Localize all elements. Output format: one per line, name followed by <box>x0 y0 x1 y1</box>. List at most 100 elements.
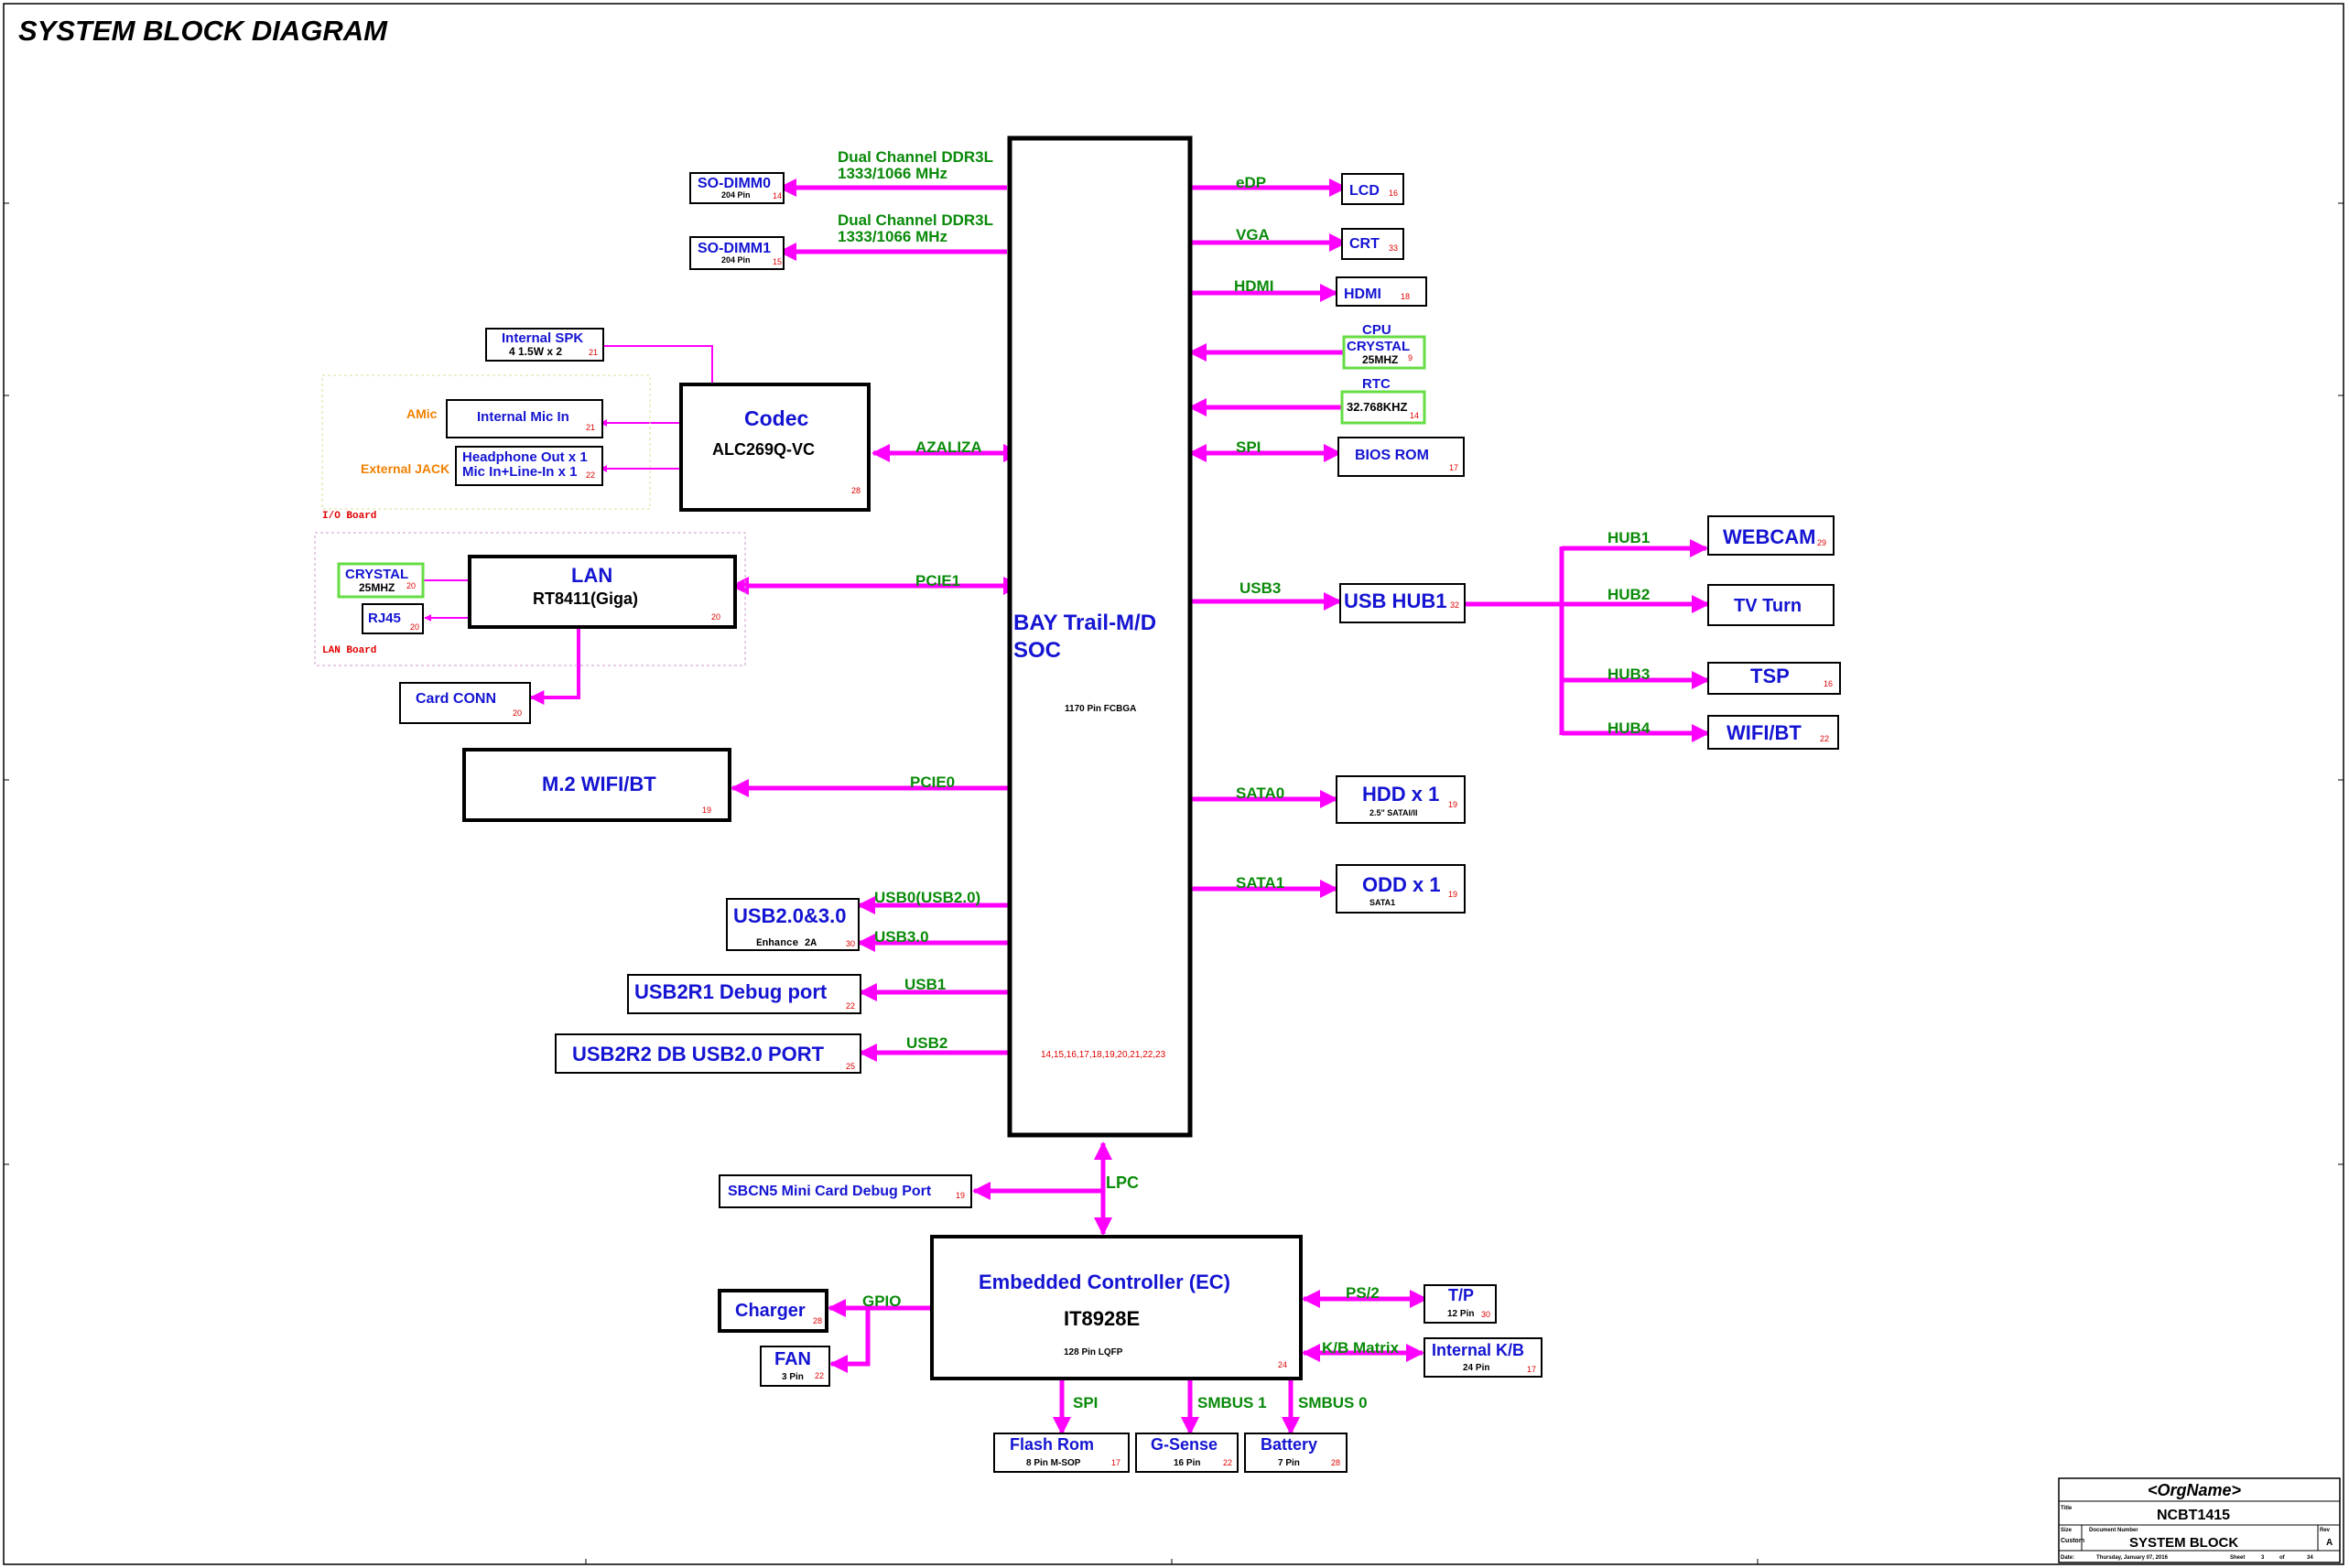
svg-text:3 Pin: 3 Pin <box>782 1372 804 1382</box>
soc-package: 1170 Pin FCBGA <box>1065 704 1136 714</box>
internal-kb: Internal K/B 24 Pin 17 <box>1423 1337 1543 1378</box>
label-edp: eDP <box>1236 174 1266 191</box>
label-ddr0-line1: Dual Channel DDR3L <box>838 148 993 166</box>
svg-text:19: 19 <box>1448 800 1457 809</box>
lan-board-label: LAN Board <box>322 645 376 656</box>
svg-text:15: 15 <box>773 257 782 266</box>
svg-text:Battery: Battery <box>1261 1435 1317 1454</box>
g-sense: G-Sense 16 Pin 22 <box>1135 1433 1239 1473</box>
sheet-border <box>3 3 2344 1565</box>
label-kb-matrix: K/B Matrix <box>1322 1339 1400 1357</box>
rj45: RJ45 20 <box>362 603 424 634</box>
tb-docnum: SYSTEM BLOCK <box>2129 1535 2238 1551</box>
battery: Battery 7 Pin 28 <box>1244 1433 1348 1473</box>
soc-name-line1: BAY Trail-M/D <box>1013 611 1156 635</box>
tb-title-label: Title <box>2061 1506 2073 1511</box>
svg-text:ALC269Q-VC: ALC269Q-VC <box>712 440 815 459</box>
label-hub3: HUB3 <box>1607 665 1650 683</box>
label-hub4: HUB4 <box>1607 719 1651 737</box>
svg-text:HDMI: HDMI <box>1344 287 1381 302</box>
amic-tag: AMic <box>406 406 438 421</box>
svg-text:USB2R2 DB USB2.0 PORT: USB2R2 DB USB2.0 PORT <box>572 1043 825 1065</box>
label-sata1: SATA1 <box>1236 874 1284 892</box>
svg-text:32.768KHZ: 32.768KHZ <box>1347 400 1408 414</box>
svg-text:19: 19 <box>1448 890 1457 899</box>
tb-rev-label: Rev <box>2320 1528 2331 1533</box>
svg-text:Internal SPK: Internal SPK <box>502 330 583 346</box>
label-usb30: USB3.0 <box>874 928 929 946</box>
bios-rom: BIOS ROM 17 <box>1337 437 1465 477</box>
tsp: TSP 16 <box>1707 662 1841 695</box>
svg-text:16: 16 <box>1824 679 1833 688</box>
webcam: WEBCAM 29 <box>1707 515 1835 556</box>
tv-turn: TV Turn <box>1707 584 1835 626</box>
svg-text:22: 22 <box>1820 734 1829 743</box>
svg-text:USB HUB1: USB HUB1 <box>1344 589 1446 612</box>
svg-text:30: 30 <box>846 939 855 948</box>
debug-port: SBCN5 Mini Card Debug Port 19 <box>719 1174 972 1208</box>
svg-text:BIOS ROM: BIOS ROM <box>1355 448 1429 463</box>
label-pcie1: PCIE1 <box>915 572 960 589</box>
svg-text:7 Pin: 7 Pin <box>1278 1458 1300 1468</box>
svg-text:17: 17 <box>1111 1458 1120 1467</box>
svg-text:4 1.5W x 2: 4 1.5W x 2 <box>509 345 562 358</box>
internal-spk: Internal SPK 4 1.5W x 2 21 <box>485 328 604 362</box>
label-hub1: HUB1 <box>1607 529 1650 546</box>
svg-text:32: 32 <box>1450 600 1459 610</box>
svg-text:19: 19 <box>702 806 711 815</box>
usb2r1-debug-port: USB2R1 Debug port 22 <box>627 974 861 1014</box>
fan: FAN 3 Pin 22 <box>760 1346 830 1387</box>
svg-text:24 Pin: 24 Pin <box>1463 1363 1489 1373</box>
label-hub2: HUB2 <box>1607 586 1650 603</box>
usb-hub1: USB HUB1 32 <box>1339 583 1466 623</box>
usb20-30: USB2.0&3.0 Enhance 2A 30 <box>726 898 860 951</box>
soc-pages: 14,15,16,17,18,19,20,21,22,23 <box>1041 1050 1166 1060</box>
svg-text:Enhance 2A: Enhance 2A <box>756 938 817 949</box>
svg-text:204 Pin: 204 Pin <box>721 190 751 200</box>
svg-text:IT8928E: IT8928E <box>1064 1307 1140 1330</box>
svg-text:WEBCAM: WEBCAM <box>1723 525 1815 548</box>
svg-text:22: 22 <box>586 470 595 480</box>
hdmi: HDMI 18 <box>1336 276 1427 307</box>
svg-text:Internal K/B: Internal K/B <box>1432 1341 1524 1359</box>
svg-text:30: 30 <box>1481 1310 1490 1319</box>
svg-text:Card CONN: Card CONN <box>416 691 496 707</box>
tb-date: Thursday, January 07, 2016 <box>2096 1555 2169 1561</box>
svg-text:Codec: Codec <box>744 406 809 430</box>
label-vga: VGA <box>1236 226 1270 243</box>
label-ddr0-line2: 1333/1066 MHz <box>838 165 947 182</box>
svg-text:CRYSTAL: CRYSTAL <box>345 567 408 582</box>
svg-text:Internal Mic In: Internal Mic In <box>477 409 569 425</box>
svg-text:22: 22 <box>815 1371 824 1380</box>
flash-rom: Flash Rom 8 Pin M-SOP 17 <box>993 1433 1130 1473</box>
cpu-crystal: CRYSTAL 25MHZ 9 <box>1342 335 1426 370</box>
svg-text:22: 22 <box>1223 1458 1232 1467</box>
bus-card <box>529 627 580 705</box>
svg-text:Mic In+Line-In x 1: Mic In+Line-In x 1 <box>462 464 577 480</box>
soc-name-line2: SOC <box>1013 638 1061 663</box>
svg-text:Flash Rom: Flash Rom <box>1010 1435 1094 1454</box>
crt: CRT 33 <box>1341 228 1404 260</box>
svg-text:20: 20 <box>410 622 419 632</box>
lan-block: LAN RT8411(Giga) 20 <box>468 555 737 629</box>
svg-text:G-Sense: G-Sense <box>1151 1435 1218 1454</box>
usb2r2-db-port: USB2R2 DB USB2.0 PORT 25 <box>555 1033 861 1074</box>
tb-rev: A <box>2326 1538 2333 1548</box>
label-ps2: PS/2 <box>1346 1284 1380 1302</box>
tb-title: NCBT1415 <box>2157 1508 2230 1523</box>
label-smbus1: SMBUS 1 <box>1197 1394 1267 1411</box>
io-board-outline <box>321 374 651 510</box>
svg-text:SO-DIMM1: SO-DIMM1 <box>698 241 771 256</box>
title-block: <OrgName> Title NCBT1415 Size Custom Doc… <box>2058 1477 2341 1563</box>
odd: ODD x 1 SATA1 19 <box>1336 864 1466 914</box>
ec-block: Embedded Controller (EC) IT8928E 128 Pin… <box>930 1235 1303 1380</box>
charger: Charger 28 <box>718 1289 828 1333</box>
soc-block: BAY Trail-M/D SOC 1170 Pin FCBGA 14,15,1… <box>1007 135 1193 1138</box>
svg-text:21: 21 <box>589 348 598 357</box>
io-board-label: I/O Board <box>322 511 376 522</box>
svg-text:RT8411(Giga): RT8411(Giga) <box>533 589 638 608</box>
svg-text:29: 29 <box>1817 538 1826 547</box>
codec-block: Codec ALC269Q-VC 28 <box>679 383 871 512</box>
svg-text:M.2 WIFI/BT: M.2 WIFI/BT <box>542 773 656 795</box>
